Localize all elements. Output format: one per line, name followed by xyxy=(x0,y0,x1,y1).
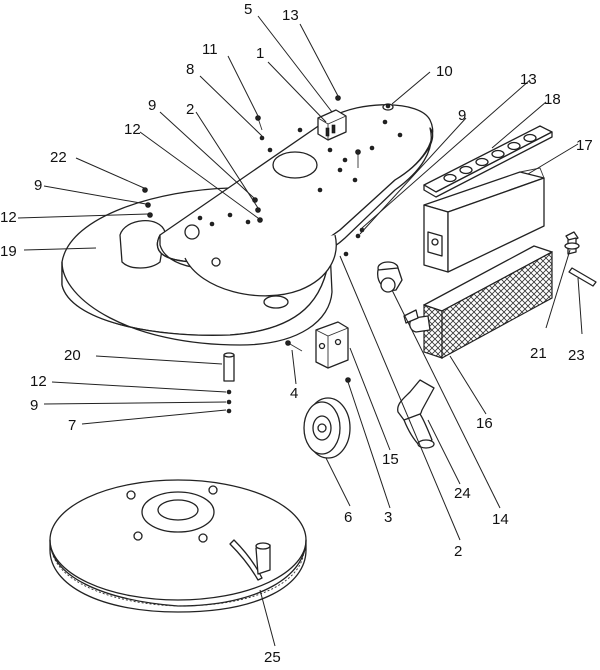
callout-25: 25 xyxy=(264,649,281,666)
callout-8: 8 xyxy=(186,61,194,78)
callout-17: 17 xyxy=(576,137,593,154)
caster-wheel xyxy=(377,261,403,293)
rod-part-23 xyxy=(568,267,597,287)
callout-7: 7 xyxy=(68,417,76,434)
bracket-part-15 xyxy=(315,321,349,369)
callout-19: 19 xyxy=(0,243,17,260)
callout-4: 4 xyxy=(290,385,298,402)
wheel-part-6 xyxy=(303,397,351,459)
callout-12: 12 xyxy=(124,121,141,138)
callout-5: 5 xyxy=(244,1,252,18)
battery-part-17 xyxy=(423,167,545,273)
callout-15: 15 xyxy=(382,451,399,468)
callout-24: 24 xyxy=(454,485,471,502)
callout-11: 11 xyxy=(202,41,218,58)
standoff-part-20 xyxy=(223,352,235,382)
callout-2: 2 xyxy=(186,101,194,118)
callout-9: 9 xyxy=(458,107,466,124)
callout-13: 13 xyxy=(520,71,537,88)
switch-part-1 xyxy=(317,109,347,141)
basket-part-16 xyxy=(403,245,553,360)
connector-part-24 xyxy=(397,379,435,449)
callout-6: 6 xyxy=(344,509,352,526)
callout-2: 2 xyxy=(454,543,462,560)
callout-9: 9 xyxy=(30,397,38,414)
bolt-part-4 xyxy=(285,340,303,352)
callout-9: 9 xyxy=(34,177,42,194)
leader-lines xyxy=(17,15,583,647)
callout-3: 3 xyxy=(384,509,392,526)
callout-21: 21 xyxy=(530,345,547,362)
callout-16: 16 xyxy=(476,415,493,432)
cap-part-10 xyxy=(382,103,394,111)
callout-13: 13 xyxy=(282,7,299,24)
strip-part-18 xyxy=(423,125,553,198)
pad-driver-part-25 xyxy=(49,479,307,613)
callout-18: 18 xyxy=(544,91,561,108)
chassis-plate xyxy=(156,104,434,297)
callout-12: 12 xyxy=(30,373,47,390)
callout-22: 22 xyxy=(50,149,67,166)
knob-part-21 xyxy=(564,231,580,255)
callout-1: 1 xyxy=(256,45,264,62)
callout-14: 14 xyxy=(492,511,509,528)
callout-20: 20 xyxy=(64,347,81,364)
callout-9: 9 xyxy=(148,97,156,114)
callout-23: 23 xyxy=(568,347,585,364)
callout-12: 12 xyxy=(0,209,17,226)
callout-10: 10 xyxy=(436,63,453,80)
